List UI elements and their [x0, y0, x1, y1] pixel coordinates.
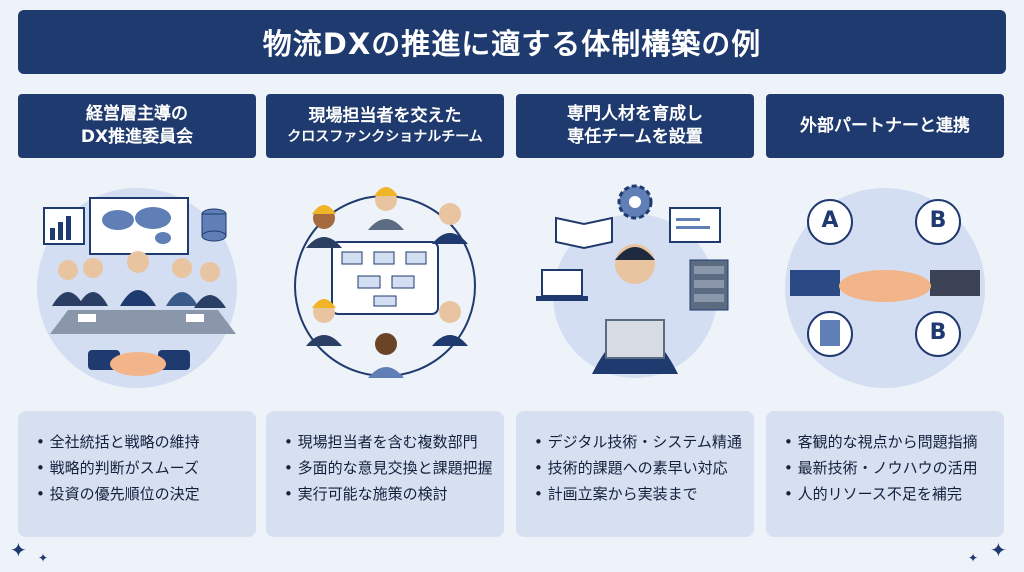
heading-line: 現場担当者を交えた	[308, 106, 462, 127]
column-heading-executive-committee: 経営層主導の DX推進委員会	[18, 94, 256, 158]
list-item: 客観的な視点から問題指摘	[784, 429, 1004, 455]
column-heading-external-partner: 外部パートナーと連携	[766, 94, 1004, 158]
heading-line: 専門人材を育成し	[567, 104, 703, 125]
list-item: 全社統括と戦略の維持	[36, 429, 256, 455]
list-item: デジタル技術・システム精通	[534, 429, 754, 455]
points-panel-cross-functional: 現場担当者を含む複数部門 多面的な意見交換と課題把握 実行可能な施策の検討	[266, 411, 504, 537]
heading-line: クロスファンクショナルチーム	[287, 129, 483, 146]
heading-line: 経営層主導の	[86, 104, 188, 125]
list-item: 実行可能な施策の検討	[284, 481, 504, 507]
sparkle-icon: ✦	[10, 538, 27, 562]
heading-line: 専任チームを設置	[567, 127, 703, 147]
heading-line: DX推進委員会	[80, 127, 194, 147]
partner-logo-b: B	[929, 208, 947, 233]
partner-logo-b: B	[929, 320, 947, 345]
page-title: 物流DXの推進に適する体制構築の例	[18, 10, 1006, 74]
list-item: 計画立案から実装まで	[534, 481, 754, 507]
external-partner-illustration: A B B	[766, 178, 1004, 394]
list-item: 戦略的判断がスムーズ	[36, 455, 256, 481]
list-item: 最新技術・ノウハウの活用	[784, 455, 1004, 481]
column-heading-cross-functional-team: 現場担当者を交えた クロスファンクショナルチーム	[266, 94, 504, 158]
executive-meeting-illustration	[18, 178, 256, 394]
heading-line: 外部パートナーと連携	[800, 115, 970, 136]
points-panel-dedicated-team: デジタル技術・システム精通 技術的課題への素早い対応 計画立案から実装まで	[516, 411, 754, 537]
list-item: 技術的課題への素早い対応	[534, 455, 754, 481]
list-item: 現場担当者を含む複数部門	[284, 429, 504, 455]
list-item: 投資の優先順位の決定	[36, 481, 256, 507]
sparkle-icon: ✦	[38, 551, 49, 565]
partner-logo-a: A	[821, 208, 839, 233]
points-panel-external-partner: 客観的な視点から問題指摘 最新技術・ノウハウの活用 人的リソース不足を補完	[766, 411, 1004, 537]
sparkle-icon: ✦	[990, 538, 1007, 562]
points-panel-executive: 全社統括と戦略の維持 戦略的判断がスムーズ 投資の優先順位の決定	[18, 411, 256, 537]
column-heading-dedicated-team: 専門人材を育成し 専任チームを設置	[516, 94, 754, 158]
cross-functional-team-illustration	[266, 178, 504, 394]
sparkle-icon: ✦	[968, 551, 979, 565]
list-item: 人的リソース不足を補完	[784, 481, 1004, 507]
list-item: 多面的な意見交換と課題把握	[284, 455, 504, 481]
dedicated-specialist-illustration	[516, 178, 754, 394]
